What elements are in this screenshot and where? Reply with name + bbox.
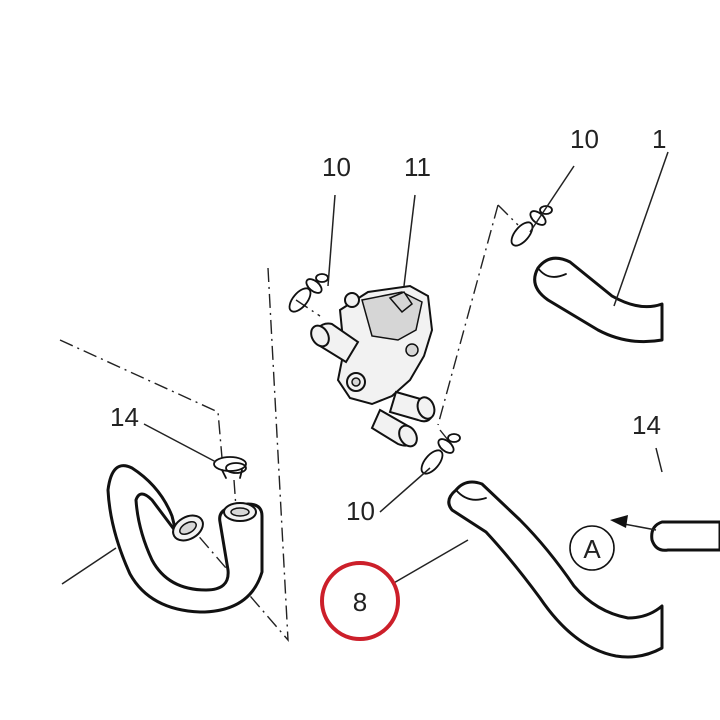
fitting-right-edge xyxy=(650,520,720,552)
valve-assembly xyxy=(310,284,436,448)
view-ref-label: A xyxy=(583,534,601,564)
clip-14-left xyxy=(213,456,247,479)
callout-clip-left: 14 xyxy=(110,402,139,432)
callout-valve: 11 xyxy=(404,152,431,182)
callout-clip-top-right: 10 xyxy=(570,124,599,154)
assembly-lines xyxy=(59,204,519,643)
hose-top-right xyxy=(533,256,664,344)
highlight-ring xyxy=(320,561,400,641)
clip-10-top-left xyxy=(288,273,329,313)
clip-10-top-right xyxy=(510,205,553,247)
callout-hose-highlighted: 8 xyxy=(353,587,367,617)
callout-clip-right: 14 xyxy=(632,410,661,440)
hose-main xyxy=(447,480,664,659)
clip-10-bottom xyxy=(420,433,461,475)
view-ref-circle xyxy=(569,525,615,571)
callout-hose-top-right: 1 xyxy=(652,124,666,154)
hose-u-bend xyxy=(106,464,264,614)
arrow-head xyxy=(610,515,628,528)
leader-lines xyxy=(61,151,669,585)
callout-clip-bottom: 10 xyxy=(346,496,375,526)
callout-clip-top-left: 10 xyxy=(322,152,351,182)
